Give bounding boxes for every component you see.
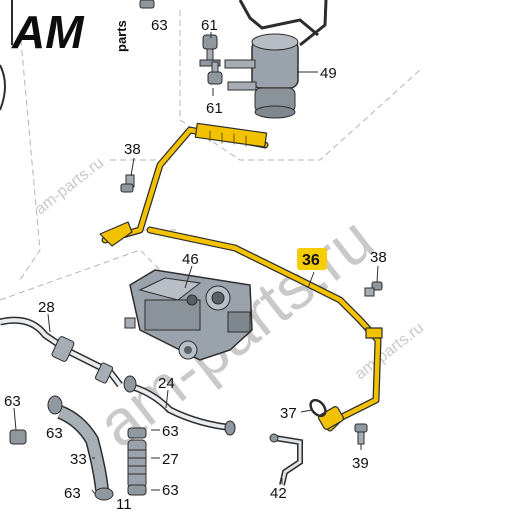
clamp-63-bottom-b — [127, 484, 147, 496]
label-11: 11 — [116, 496, 132, 512]
bolt-39 — [354, 423, 368, 445]
label-24: 24 — [158, 375, 175, 392]
hose-33 — [57, 405, 109, 491]
pipe-42 — [269, 433, 303, 486]
label-61-lower: 61 — [206, 100, 223, 117]
label-42: 42 — [270, 485, 287, 502]
o-ring-37 — [309, 398, 327, 418]
clamp-63-left — [47, 395, 63, 415]
label-63-left: 63 — [4, 393, 21, 410]
fuel-pump-46 — [124, 269, 253, 361]
bolt-38-right — [364, 281, 383, 297]
label-38-upper: 38 — [124, 141, 141, 158]
hose-28 — [0, 316, 123, 388]
watermark-small-right: am-parts.ru — [352, 319, 427, 383]
label-36-highlighted: 36 — [302, 252, 320, 269]
part-labels: 63 61 61 49 38 46 36 38 28 24 63 63 63 3… — [4, 17, 387, 512]
label-28: 28 — [38, 299, 55, 316]
screw-61-upper — [199, 34, 221, 67]
hose-24 — [123, 375, 236, 436]
clamp-63-top — [139, 0, 155, 9]
hose-27 — [127, 439, 147, 489]
leader-lines — [13, 32, 379, 495]
label-46: 46 — [182, 251, 199, 268]
label-63-bottom-b: 63 — [162, 482, 179, 499]
label-63-bottom-a: 63 — [64, 485, 81, 502]
top-hose-left — [0, 0, 13, 111]
label-63-left2: 63 — [46, 425, 63, 442]
am-parts-logo: AM parts — [11, 6, 129, 58]
label-27: 27 — [162, 451, 179, 468]
clamp-63-mid — [127, 427, 147, 439]
label-39: 39 — [352, 455, 369, 472]
vacuum-pump-49 — [224, 0, 328, 119]
logo-main: AM — [11, 6, 85, 58]
screw-61-lower — [207, 61, 223, 85]
label-33: 33 — [70, 451, 87, 468]
highlighted-line-36 — [99, 122, 383, 432]
watermark-small-left: am-parts.ru — [32, 154, 107, 218]
label-61-upper: 61 — [201, 17, 218, 34]
clamp-63-bottom-a — [94, 487, 114, 501]
clamp-63-left2 — [9, 429, 27, 445]
label-38-right: 38 — [370, 249, 387, 266]
highlight-badge-36 — [297, 248, 327, 270]
logo-sub: parts — [114, 20, 129, 52]
bolt-38-upper — [120, 174, 135, 193]
label-37: 37 — [280, 405, 297, 422]
label-49: 49 — [320, 65, 337, 82]
label-63-top: 63 — [151, 17, 168, 34]
label-63-mid: 63 — [162, 423, 179, 440]
